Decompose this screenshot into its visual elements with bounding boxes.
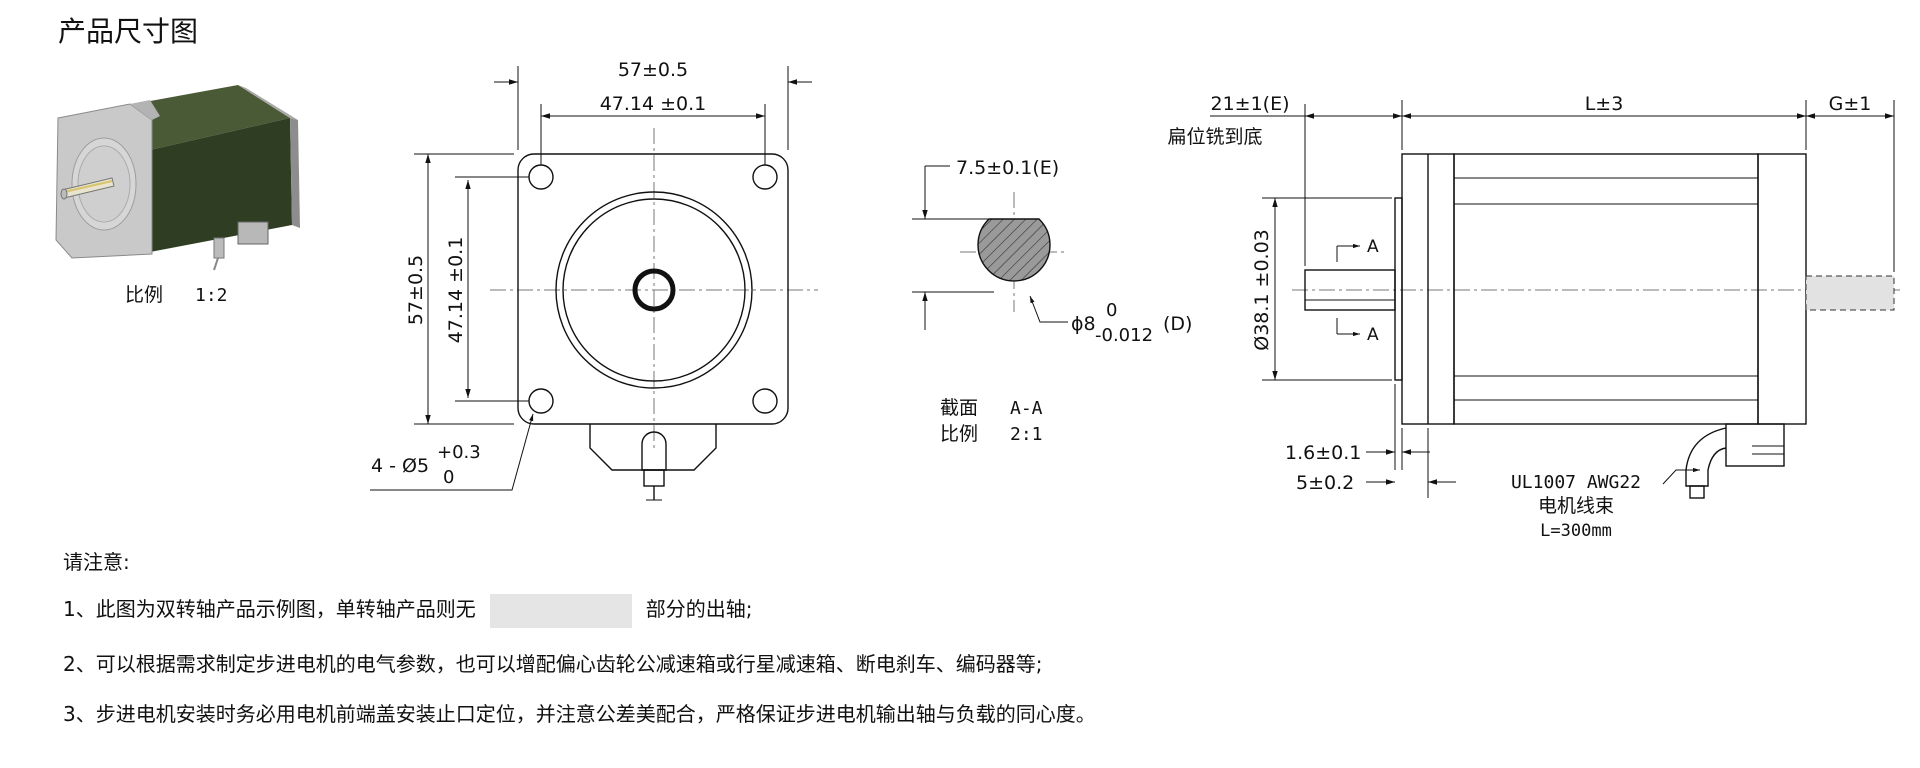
section-label: 截面 (940, 397, 978, 419)
cable-spec: UL1007 AWG22 (1511, 472, 1641, 493)
front-view-dimensions (370, 66, 812, 491)
note-3: 3、步进电机安装时务必用电机前端盖安装止口定位，并注意公差美配合，严格保证步进电… (63, 702, 1096, 726)
section-scale-label: 比例 (940, 423, 978, 445)
dim-body-length: L±3 (1585, 93, 1624, 115)
dim-hole-tol-upper: +0.3 (437, 442, 481, 463)
note-1-after: 部分的出轴; (645, 597, 753, 621)
dim-shaft: ϕ8 (1071, 313, 1096, 335)
section-mark-top: A (1367, 237, 1379, 257)
flat-note: 扁位铣到底 (1167, 126, 1262, 148)
note-1-before: 1、此图为双转轴产品示例图，单转轴产品则无 (63, 597, 476, 621)
section-view (912, 165, 1068, 330)
thumb-scale-value: 1:2 (195, 285, 228, 306)
side-view-dimensions (1210, 100, 1895, 498)
dim-hole-tol-lower: 0 (443, 467, 454, 488)
notes-heading: 请注意: (63, 550, 130, 574)
note-1: 1、此图为双转轴产品示例图，单转轴产品则无 部分的出轴; (63, 593, 752, 628)
dim-shaft-tol-upper: 0 (1106, 300, 1117, 321)
front-view (490, 128, 818, 501)
dim-flange-thk: 5±0.2 (1296, 472, 1354, 494)
dim-height-outer: 57±0.5 (405, 255, 427, 325)
motor-3d-thumbnail (55, 85, 300, 271)
page-title: 产品尺寸图 (58, 15, 198, 48)
section-scale-value: 2:1 (1010, 424, 1043, 445)
cable-name: 电机线束 (1538, 495, 1614, 517)
rear-shaft-swatch (489, 593, 632, 628)
dim-hole-label: 4 - Ø5 (371, 455, 429, 477)
side-view (1292, 153, 1900, 499)
dim-pilot-depth: 1.6±0.1 (1285, 442, 1361, 464)
section-mark-bottom: A (1367, 325, 1379, 345)
dim-width-holes: 47.14 ±0.1 (600, 93, 707, 115)
dim-rear-length: G±1 (1829, 93, 1872, 115)
dim-width-outer: 57±0.5 (618, 59, 688, 81)
dim-shaft-length: 21±1(E) (1210, 93, 1289, 115)
dim-shaft-tol-lower: -0.012 (1095, 325, 1153, 346)
dim-shaft-suffix: (D) (1163, 313, 1192, 335)
dim-flat: 7.5±0.1(E) (956, 157, 1059, 179)
thumb-scale-label: 比例 (125, 284, 163, 306)
cable-length: L=300mm (1540, 521, 1612, 541)
dim-pilot-dia: Ø38.1 ±0.03 (1251, 229, 1273, 351)
note-2: 2、可以根据需求制定步进电机的电气参数，也可以增配偏心齿轮公减速箱或行星减速箱、… (63, 652, 1043, 676)
section-value: A-A (1010, 398, 1043, 419)
dim-height-holes: 47.14 ±0.1 (445, 237, 467, 344)
